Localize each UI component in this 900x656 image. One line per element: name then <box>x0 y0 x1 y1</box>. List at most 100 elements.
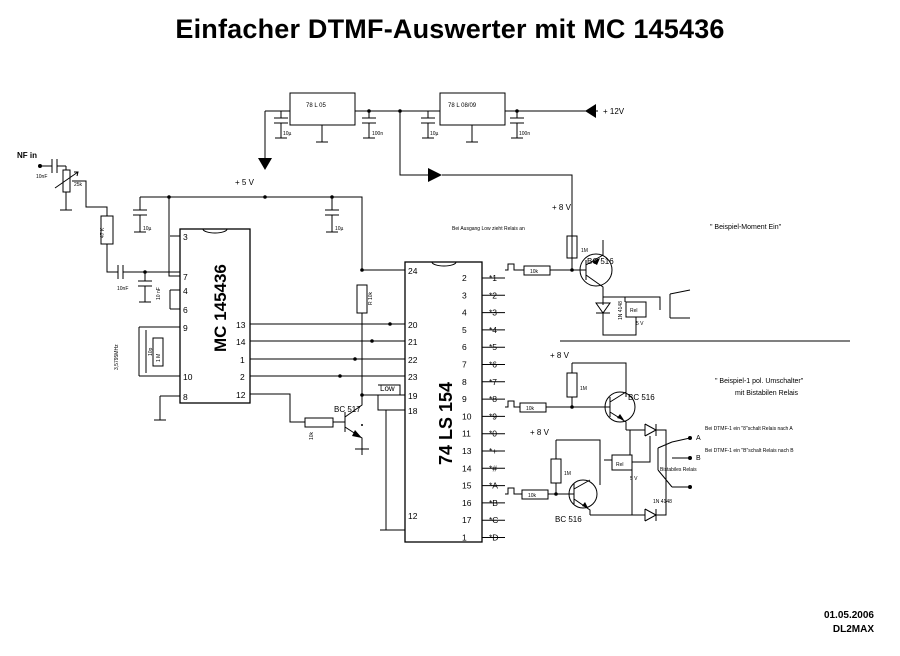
cap-label: 10µ <box>335 226 344 232</box>
example2b-note: mit Bistabilen Relais <box>735 390 799 397</box>
contact-a: A <box>696 435 701 442</box>
ic2-pin: 24 <box>408 266 418 276</box>
ic2-pin: 13 <box>462 446 472 456</box>
reg2-label: 78 L 08/09 <box>448 103 477 109</box>
transistor-label: BC 516 <box>628 393 655 402</box>
ic2-pin: 9 <box>462 394 467 404</box>
ic2-pin: 11 <box>462 429 471 439</box>
note-a: Bei DTMF-1 ein "8"schalt Relais nach A <box>705 426 793 432</box>
ic2-pin: 5 <box>462 325 467 335</box>
ic2-output-label: *A <box>489 481 498 491</box>
ic-mc145436 <box>138 228 405 423</box>
transistor-label: BC 516 <box>555 515 582 524</box>
ic2-output-label: *8 <box>489 394 497 404</box>
cap-label: 10 nF <box>156 287 162 300</box>
cap-label: 10µ <box>430 131 439 137</box>
low-label: Low <box>380 384 395 393</box>
ic2-pin: 12 <box>408 511 418 521</box>
relay-voltage: 5 V <box>636 321 644 327</box>
ic1-pin: 4 <box>183 286 188 296</box>
ic1-pin: 7 <box>183 272 188 282</box>
ic2-output-label: *6 <box>489 360 497 370</box>
example2-note: " Beispiel-1 pol. Umschalter" <box>715 378 804 385</box>
ic1-pin: 8 <box>183 392 188 402</box>
ic1-pin: 12 <box>236 390 246 400</box>
cap-label: 10µ <box>143 226 152 232</box>
ic2-pin: 16 <box>462 498 472 508</box>
relay-voltage: 5 V <box>630 476 638 482</box>
ic2-output-label: *7 <box>489 377 497 387</box>
ic2-pin: 22 <box>408 355 418 365</box>
ic2-pin: 2 <box>462 273 467 283</box>
footer: 01.05.2006 DL2MAX <box>824 609 874 637</box>
resistor-label: 1 M <box>156 354 162 362</box>
resistor-label: 10k <box>530 269 539 275</box>
ic2-pin: 10 <box>462 411 472 421</box>
ic2-pin: 23 <box>408 372 418 382</box>
ic1-label: MC 145436 <box>211 264 230 352</box>
transistor-label: BC 516 <box>587 257 614 266</box>
cap-label: 100n <box>372 131 383 137</box>
ic2-label: 74 LS 154 <box>436 382 456 465</box>
regulator-78l08 <box>439 92 506 126</box>
resistor-label: 1M <box>564 471 571 477</box>
plus12-label: + 12V <box>603 107 625 116</box>
nf-in-label: NF in <box>17 151 37 160</box>
bc517-stage <box>304 268 405 531</box>
ic1-pin: 2 <box>240 372 245 382</box>
resistor-label: 10k <box>526 406 535 412</box>
diode-label: 1N 4148 <box>618 301 624 320</box>
ic1-pin: 9 <box>183 323 188 333</box>
plus8-label: + 8 V <box>530 428 550 437</box>
relay-label: Rel <box>616 462 624 468</box>
ic2-pin: 14 <box>462 463 472 473</box>
ic2-pin: 21 <box>408 337 418 347</box>
ic-74ls154 <box>404 261 483 543</box>
ic2-pin: 1 <box>462 533 467 543</box>
output-stage-1 <box>505 235 691 336</box>
poti-label: 25k <box>74 182 83 188</box>
reg1-label: 78 L 05 <box>306 103 326 109</box>
bistabil-note: Bistabiles Relais <box>660 467 697 473</box>
date: 01.05.2006 <box>823 610 874 621</box>
ic2-output-label: *B <box>489 498 498 508</box>
contact-b: B <box>696 455 701 462</box>
ic2-output-label: *1 <box>489 273 497 283</box>
ic2-pin: 8 <box>462 377 467 387</box>
note-b: Bei DTMF-1 ein "B"schalt Relais nach B <box>705 448 794 454</box>
ic2-output-pins: 2*13*24*35*46*57*68*79*810*911*013*+14*#… <box>462 273 505 543</box>
ic2-output-label: *2 <box>489 290 497 300</box>
power-supply <box>258 92 598 258</box>
ic2-pin: 6 <box>462 342 467 352</box>
ic1-pin: 6 <box>183 305 188 315</box>
ic1-pin: 14 <box>236 337 246 347</box>
page-title: Einfacher DTMF-Auswerter mit MC 145436 <box>175 14 725 44</box>
ic2-pin: 15 <box>462 481 472 491</box>
ic2-output-label: *5 <box>489 342 497 352</box>
low-relay-note: Bei Ausgang Low zieht Relais an <box>452 226 525 232</box>
ic1-pin: 13 <box>236 320 246 330</box>
crystal-label: 3,5795MHz <box>114 344 120 370</box>
diode-label: 1N 4148 <box>653 499 672 505</box>
ic1-pin: 3 <box>183 232 188 242</box>
output-stage-bistable <box>505 362 692 522</box>
resistor-label: 47 K <box>100 227 106 238</box>
resistor-label: 10k <box>528 493 537 499</box>
ic2-pin: 20 <box>408 320 418 330</box>
resistor-label: R 10k <box>368 291 374 305</box>
plus5-rail <box>133 195 363 277</box>
ic2-pin: 19 <box>408 391 418 401</box>
cap-label: 10µ <box>283 131 292 137</box>
relay-label: Rel <box>630 308 638 314</box>
cap-label: 100n <box>519 131 530 137</box>
nf-input <box>38 159 180 303</box>
ic2-output-label: *9 <box>489 411 497 421</box>
ic2-output-label: *# <box>489 463 497 473</box>
ic2-pin: 7 <box>462 360 467 370</box>
ic2-pin: 18 <box>408 406 418 416</box>
ic2-output-label: *3 <box>489 308 497 318</box>
plus8-label: + 8 V <box>552 203 572 212</box>
ic2-output-label: *C <box>489 515 498 525</box>
plus5-label: + 5 V <box>235 178 255 187</box>
